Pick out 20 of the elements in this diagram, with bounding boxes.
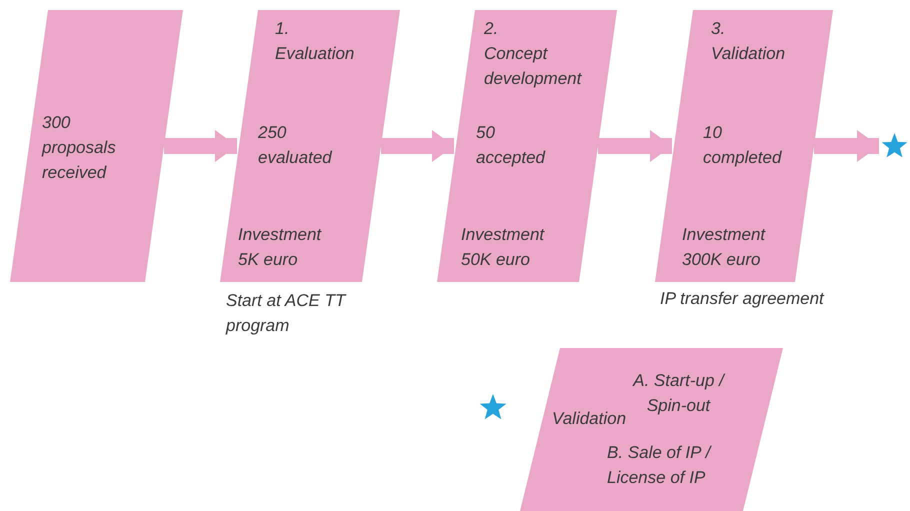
arrow	[598, 130, 672, 162]
node-text: Investment 50K euro	[461, 224, 546, 271]
node-text: Investment 300K euro	[682, 224, 767, 271]
node-text: Concept development	[484, 43, 583, 90]
node-text: Validation	[711, 43, 786, 65]
arrow	[164, 130, 237, 162]
node-text: 50 accepted	[476, 122, 546, 169]
node-text: 10 completed	[703, 122, 783, 169]
node-text: Evaluation	[275, 43, 356, 65]
arrow	[814, 130, 879, 162]
node-text: B. Sale of IP / License of IP	[607, 442, 713, 489]
caption-text: IP transfer agreement	[660, 288, 826, 310]
node-text: 1.	[275, 18, 290, 40]
node-text: 3.	[711, 18, 726, 40]
caption-text: Start at ACE TT program	[226, 290, 348, 337]
node-text: Investment 5K euro	[238, 224, 323, 271]
node-text: 2.	[484, 18, 500, 40]
node-text: 300 proposals received	[42, 112, 117, 184]
arrow	[381, 130, 454, 162]
node-text: 250 evaluated	[258, 122, 334, 169]
